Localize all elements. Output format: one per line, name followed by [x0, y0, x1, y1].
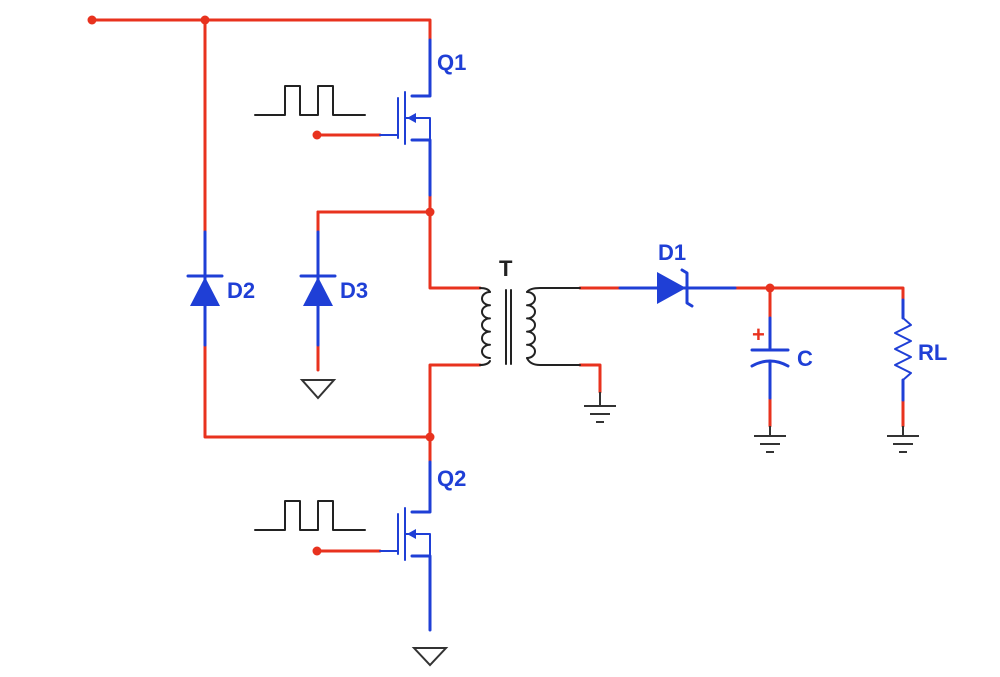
d3-label: D3: [340, 278, 368, 303]
secondary-bottom-wire: [578, 363, 602, 394]
q2-gate-terminal[interactable]: [312, 546, 322, 556]
left-rail-lower-wire: [203, 343, 432, 439]
wires: [90, 18, 905, 553]
capacitor[interactable]: [750, 316, 790, 400]
transformer-label: T: [499, 256, 513, 281]
secondary-ground-symbol: [584, 392, 616, 423]
q2-mosfet[interactable]: [379, 460, 432, 632]
capacitor-ground-symbol: [754, 426, 786, 453]
d2-diode[interactable]: [186, 230, 224, 347]
q1-mosfet[interactable]: [379, 38, 432, 197]
q2-label: Q2: [437, 466, 466, 491]
junction-dot: [425, 207, 435, 217]
d1-diode[interactable]: [618, 268, 737, 308]
q1-gate-terminal[interactable]: [312, 130, 322, 140]
q1-label: Q1: [437, 50, 466, 75]
supply-input-terminal[interactable]: [87, 15, 97, 25]
output-rail-wire: [733, 286, 905, 302]
d1-label: D1: [658, 240, 686, 265]
junction-dot: [425, 432, 435, 442]
junction-dot: [765, 283, 775, 293]
load-ground-symbol: [887, 426, 919, 453]
d2-label: D2: [227, 278, 255, 303]
q1-gate-pulse-icon: [254, 85, 366, 116]
junction-dot: [200, 15, 210, 25]
resistor-zigzag-icon: [894, 317, 912, 381]
primary-bottom-wire: [428, 363, 482, 464]
junction-dots: [87, 15, 775, 556]
q2-ground-symbol: [411, 647, 449, 667]
load-resistor[interactable]: [894, 298, 912, 402]
capacitor-polarity-mark: +: [752, 322, 765, 347]
q2-gate-pulse-icon: [254, 500, 366, 531]
d3-ground-symbol: [299, 379, 337, 400]
top-rail-wire: [90, 18, 432, 42]
transformer[interactable]: [479, 287, 581, 366]
primary-winding-icon: [481, 291, 491, 359]
capacitor-label: C: [797, 346, 813, 371]
secondary-winding-icon: [526, 291, 536, 359]
load-resistor-label: RL: [918, 340, 947, 365]
d3-diode[interactable]: [299, 230, 337, 347]
q1-source-node-wire: [428, 193, 482, 290]
